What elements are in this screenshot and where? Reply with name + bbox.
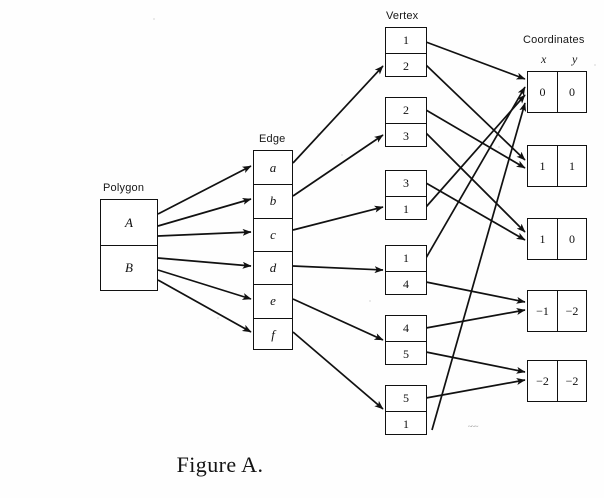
vertex-record[interactable]: 1 4 <box>385 245 427 295</box>
vertex-cell-from[interactable]: 5 <box>403 391 409 405</box>
vertex-record[interactable]: 5 1 <box>385 385 427 435</box>
paper-speck <box>341 154 343 156</box>
coordinates-cell-x[interactable]: 0 <box>539 84 546 99</box>
coordinates-cell-x[interactable]: 1 <box>539 158 546 173</box>
vertex-cell-from[interactable]: 1 <box>403 251 409 265</box>
vertex-cell-from[interactable]: 3 <box>403 176 409 190</box>
paper-speck <box>153 18 155 20</box>
edge-record[interactable]: a b c d e f <box>253 150 293 350</box>
paper-speck <box>594 64 596 66</box>
vertex-column-title: Vertex <box>386 10 419 22</box>
coordinates-cell-y[interactable]: 1 <box>557 146 586 186</box>
coordinates-header-y: y <box>572 52 578 66</box>
paper-speck <box>369 300 371 302</box>
edge-cell-a[interactable]: a <box>269 159 277 175</box>
figure-caption-row: Figure A. <box>0 452 604 478</box>
coordinates-cell-y[interactable]: 0 <box>557 219 586 259</box>
polygon-cell-a[interactable]: A <box>125 214 133 230</box>
coordinates-cell-y[interactable]: −2 <box>557 361 586 401</box>
figure-caption: Figure A. <box>176 452 264 477</box>
coordinates-cell-x[interactable]: −1 <box>536 303 549 318</box>
coordinates-column-title: Coordinates <box>523 34 585 46</box>
coordinates-record[interactable]: 0 0 <box>527 71 587 113</box>
coordinates-record[interactable]: −1 −2 <box>527 290 587 332</box>
coordinates-record[interactable]: −2 −2 <box>527 360 587 402</box>
vertex-cell-from[interactable]: 4 <box>403 321 409 335</box>
vertex-cell-from[interactable]: 1 <box>403 33 409 47</box>
coordinates-cell-y[interactable]: 0 <box>557 72 586 112</box>
coordinates-record[interactable]: 1 1 <box>527 145 587 187</box>
vertex-cell-to[interactable]: 1 <box>386 196 426 221</box>
vertex-cell-to[interactable]: 1 <box>386 411 426 436</box>
polygon-column-title: Polygon <box>103 182 145 194</box>
vertex-record[interactable]: 3 1 <box>385 170 427 220</box>
paper-speck <box>217 317 219 319</box>
vertex-cell-to[interactable]: 2 <box>386 53 426 78</box>
edge-cell-c[interactable]: c <box>254 217 292 251</box>
edge-column-title: Edge <box>259 133 286 145</box>
coordinates-cell-x[interactable]: −2 <box>536 373 549 388</box>
vertex-cell-to[interactable]: 5 <box>386 341 426 366</box>
vertex-record[interactable]: 2 3 <box>385 97 427 147</box>
coordinates-header-x: x <box>541 52 547 66</box>
vertex-cell-from[interactable]: 2 <box>403 103 409 117</box>
edge-cell-b[interactable]: b <box>254 184 292 217</box>
vertex-cell-to[interactable]: 3 <box>386 123 426 148</box>
polygon-cell-b[interactable]: B <box>101 245 157 290</box>
vertex-record[interactable]: 1 2 <box>385 27 427 77</box>
coordinates-cell-y[interactable]: −2 <box>557 291 586 331</box>
coordinates-cell-x[interactable]: 1 <box>539 231 546 246</box>
edge-cell-d[interactable]: d <box>254 250 292 284</box>
polygon-record[interactable]: A B <box>100 199 158 291</box>
edge-cell-e[interactable]: e <box>254 284 292 317</box>
coordinates-record[interactable]: 1 0 <box>527 218 587 260</box>
stray-pencil-mark: ~~~ <box>468 423 478 431</box>
paper-speck <box>498 146 500 148</box>
vertex-cell-to[interactable]: 4 <box>386 271 426 296</box>
vertex-record[interactable]: 4 5 <box>385 315 427 365</box>
paper-speck <box>317 133 319 135</box>
edge-cell-f[interactable]: f <box>254 317 292 351</box>
